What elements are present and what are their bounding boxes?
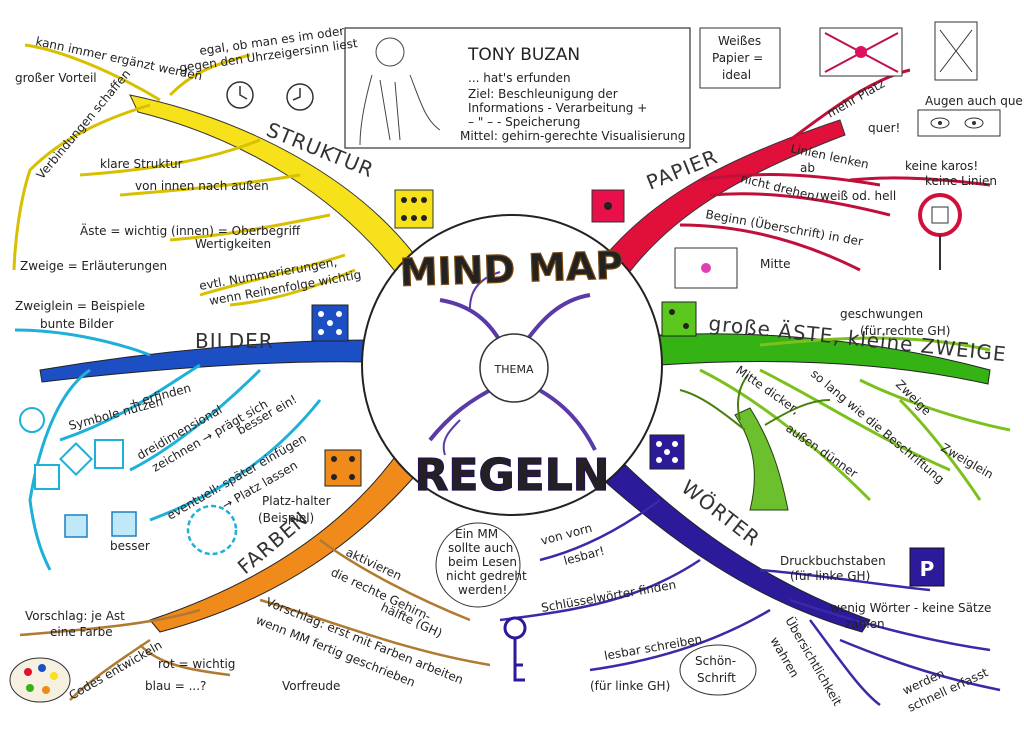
farben-sublines	[19, 538, 491, 701]
dice-farben-icon	[324, 449, 362, 487]
note-papier-5: quer!	[868, 121, 900, 135]
center-start-icon	[674, 247, 738, 289]
note-struktur-11: Zweiglein = Beispiele	[15, 299, 145, 313]
note-struktur-10: Zweige = Erläuterungen	[20, 259, 167, 273]
woerter-sublines	[499, 498, 1001, 706]
paper-portrait-icon	[934, 21, 978, 81]
note-woerter-14: (für linke GH)	[590, 679, 670, 693]
note-bubble-schoenschrift	[679, 644, 757, 696]
note-bubble-woerter	[435, 522, 521, 608]
note-woerter-10: (für linke GH)	[790, 569, 870, 583]
note-farben-10: rot = wichtig	[158, 657, 235, 671]
buzan-line-5: Mittel: gehirn-gerechte Visualisierung	[460, 129, 685, 143]
buzan-line-3: Informations - Verarbeitung +	[468, 101, 647, 115]
placeholder-circle	[186, 504, 238, 556]
note-aeste-7: Zweiglein	[939, 440, 996, 481]
branch-struktur	[129, 94, 421, 276]
note-woerter-3: beim Lesen	[448, 555, 517, 569]
note-papier-1: Weißes	[718, 34, 761, 48]
p-block-icon: P	[909, 547, 945, 587]
no-grid-sign-icon	[918, 193, 962, 270]
note-struktur-9: Wertigkeiten	[195, 237, 271, 251]
dice-papier-icon	[591, 189, 625, 223]
note-aeste-3: Mitte dicker,	[733, 363, 802, 417]
buzan-box	[344, 27, 691, 149]
buzan-line-1: ... hat's erfunden	[468, 71, 571, 85]
struktur-sublines	[12, 43, 356, 307]
clock-icons	[226, 81, 314, 111]
note-aeste-1: geschwungen	[840, 307, 923, 321]
branch-aeste	[659, 333, 991, 385]
palette-icon	[9, 657, 71, 703]
note-bilder-11: besser	[110, 539, 150, 553]
note-woerter-11: wenig Wörter - keine Sätze	[830, 601, 991, 615]
note-papier-4: mehr Platz	[825, 76, 888, 120]
dice-struktur-icon	[394, 189, 434, 229]
note-papier-6: Augen auch quer	[925, 94, 1024, 108]
aeste-sublines	[699, 336, 1011, 502]
dice-bilder-icon	[311, 304, 349, 342]
note-woerter-2: sollte auch	[448, 541, 513, 555]
note-woerter-7: lesbar!	[562, 544, 606, 568]
note-box-papier	[699, 27, 781, 89]
note-farben-8: eine Farbe	[50, 625, 113, 639]
note-papier-8: ab	[800, 161, 815, 175]
note-farben-6: Vorfreude	[282, 679, 340, 693]
note-aeste-2: (für rechte GH)	[860, 324, 950, 338]
dice-aeste-icon	[661, 301, 697, 337]
note-woerter-5: werden!	[458, 583, 507, 597]
note-papier-11: weiß od. hell	[820, 189, 896, 203]
note-bilder-1: bunte Bilder	[40, 317, 114, 331]
branch-woerter	[591, 449, 871, 633]
buzan-name: TONY BUZAN	[467, 45, 580, 65]
key-icon	[503, 616, 527, 682]
bilder-sublines	[14, 328, 322, 571]
svg-text:P: P	[920, 557, 935, 581]
note-woerter-8: Schlüsselwörter finden	[540, 577, 677, 615]
title-regeln: REGELN	[415, 450, 610, 501]
note-papier-2: Papier =	[712, 51, 763, 65]
paper-landscape-icon	[819, 27, 903, 77]
note-woerter-12: zählen	[845, 617, 885, 631]
note-woerter-9: Druckbuchstaben	[780, 554, 886, 568]
note-papier-10: keine Linien	[925, 174, 997, 188]
note-papier-14: Mitte	[760, 257, 790, 271]
note-farben-7: Vorschlag: je Ast	[25, 609, 125, 623]
note-bilder-9: Platz-halter	[262, 494, 331, 508]
note-papier-9: keine karos!	[905, 159, 978, 173]
branch-farben	[149, 449, 421, 633]
symbol-icons	[34, 439, 124, 490]
label-bilder: BILDER	[195, 329, 274, 353]
note-woerter-16: Schrift	[697, 671, 736, 685]
note-farben-11: blau = ...?	[145, 679, 206, 693]
buzan-portrait-icon	[359, 37, 441, 146]
lightbulb-icon	[19, 407, 45, 433]
buzan-line-2: Ziel: Beschleunigung der	[468, 87, 618, 101]
tree-illustration	[679, 374, 831, 511]
note-struktur-8: Äste = wichtig (innen) = Oberbegriff	[80, 223, 301, 238]
eyes-icon	[917, 109, 1001, 137]
note-struktur-6: klare Struktur	[100, 157, 183, 171]
thema-label: THEMA	[494, 363, 534, 376]
branch-bilder	[39, 339, 373, 383]
note-aeste-4: außen dünner	[783, 421, 860, 481]
note-woerter-1: Ein MM	[455, 527, 498, 541]
note-struktur-7: von innen nach außen	[135, 179, 269, 193]
note-woerter-4: nicht gedreht	[446, 569, 527, 583]
cube-icons	[64, 511, 137, 538]
buzan-line-4: – " – - Speicherung	[468, 115, 580, 129]
note-bilder-10: (Beispiel)	[258, 511, 314, 525]
note-struktur-2: großer Vorteil	[15, 71, 97, 85]
note-woerter-15: Schön-	[695, 654, 736, 668]
thema-node	[479, 333, 549, 403]
note-papier-3: ideal	[722, 68, 751, 82]
title-mind-map: MIND MAP	[399, 243, 624, 295]
dice-woerter-icon	[649, 434, 685, 470]
